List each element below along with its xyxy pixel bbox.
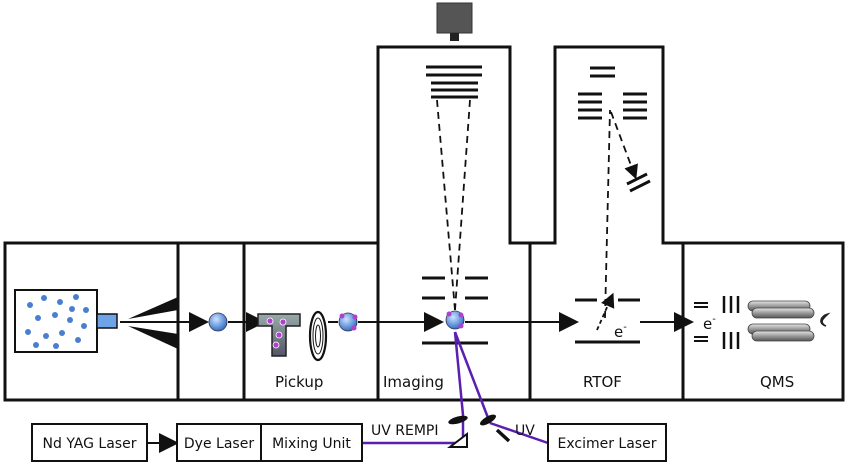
rtof-reflector-plates bbox=[578, 66, 647, 120]
svg-text:Nd YAG Laser: Nd YAG Laser bbox=[43, 436, 137, 452]
imaging-detector-plates bbox=[426, 65, 482, 99]
svg-text:Excimer Laser: Excimer Laser bbox=[558, 436, 657, 452]
skimmer bbox=[128, 297, 178, 349]
rtof-electrodes bbox=[575, 298, 640, 344]
doped-droplet-1 bbox=[338, 312, 358, 332]
electron-label-rtof: e- bbox=[614, 322, 627, 341]
svg-text:Mixing Unit: Mixing Unit bbox=[272, 436, 351, 452]
rtof-detector bbox=[626, 172, 651, 193]
excimer-laser-box: Excimer Laser bbox=[547, 423, 667, 462]
svg-text:Dye Laser: Dye Laser bbox=[184, 436, 254, 452]
nd-yag-laser-box: Nd YAG Laser bbox=[31, 423, 148, 462]
chamber-label-pickup: Pickup bbox=[275, 373, 323, 391]
vacuum-chamber-outline bbox=[3, 45, 845, 402]
optics bbox=[447, 414, 511, 448]
beam-label-uv-rempi: UV REMPI bbox=[371, 423, 439, 439]
chamber-label-rtof: RTOF bbox=[583, 373, 622, 391]
electron-label-qms: e- bbox=[703, 314, 716, 333]
rtof-trajectory bbox=[604, 109, 638, 319]
mixing-unit-box: Mixing Unit bbox=[260, 423, 363, 462]
pickup-cell bbox=[257, 313, 301, 357]
ring-aperture bbox=[308, 310, 328, 362]
droplet-1 bbox=[208, 312, 228, 332]
dye-laser-box: Dye Laser bbox=[176, 423, 262, 462]
electron-arrow-rtof bbox=[596, 292, 615, 331]
chamber-label-qms: QMS bbox=[760, 373, 794, 391]
imaging-camera bbox=[436, 2, 473, 41]
droplet-source bbox=[14, 289, 118, 353]
qms-lenses bbox=[722, 296, 740, 349]
chamber-label-imaging: Imaging bbox=[383, 373, 444, 391]
laser-beam-path bbox=[362, 331, 549, 445]
qms-detector-icon bbox=[820, 312, 831, 327]
doped-droplet-imaging bbox=[445, 310, 465, 330]
qms-quadrupole-rods bbox=[747, 300, 815, 342]
beam-label-uv: UV bbox=[515, 423, 535, 439]
qms-ionizer bbox=[694, 302, 708, 342]
